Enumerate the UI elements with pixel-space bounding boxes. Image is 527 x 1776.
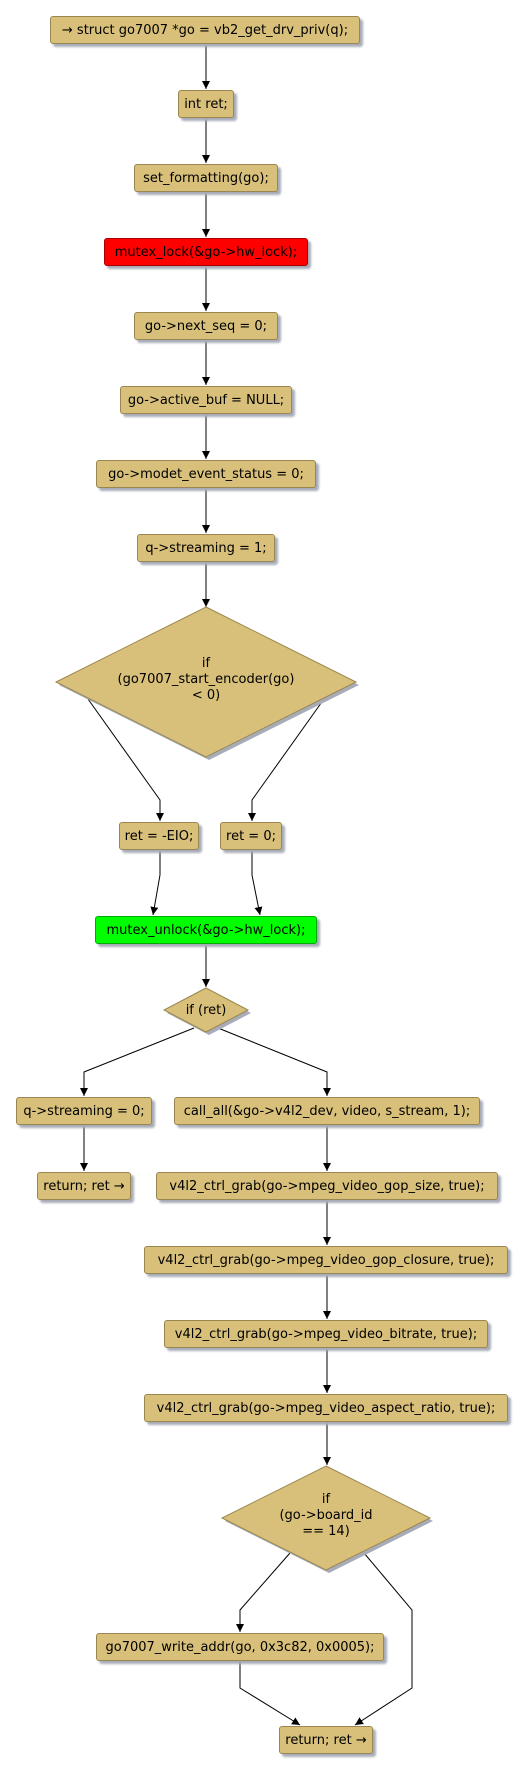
edge-zero-unlock [251,850,263,916]
decision-diamond-start-encoder [54,606,358,758]
node-streaming-1: q->streaming = 1; [137,534,275,562]
node-call-all: call_all(&go->v4l2_dev, video, s_stream,… [174,1097,480,1125]
node-return-left: return; ret → [37,1172,131,1200]
node-gop-size: v4l2_ctrl_grab(go->mpeg_video_gop_size, … [156,1172,498,1200]
edge-d3-true [236,1552,291,1632]
edge-d2-true [80,1027,195,1096]
edge-19-20 [239,1661,301,1726]
flow-edges [80,44,413,1726]
node-ret-eio: ret = -EIO; [119,822,199,850]
decision-ret: if (ret) [156,1003,256,1019]
node-modet-event-status: go->modet_event_status = 0; [96,460,316,488]
decision-board-id-line-1: if [321,1492,331,1507]
decision-start-encoder-line-3: < 0) [191,688,221,703]
node-set-formatting: set_formatting(go); [134,164,278,192]
decision-start-encoder-line-1: if [201,656,211,671]
node-aspect-ratio: v4l2_ctrl_grab(go->mpeg_video_aspect_rat… [144,1394,508,1422]
decision-ret-line-1: if (ret) [185,1003,227,1018]
node-mutex-unlock: mutex_unlock(&go->hw_lock); [95,916,317,944]
decision-diamond-board-id [220,1465,432,1571]
decision-board-id-line-3: == 14) [302,1524,350,1539]
decision-board-id: if (go->board_id == 14) [226,1492,426,1540]
edge-d2-false [217,1027,331,1096]
decision-diamond-ret [162,987,250,1033]
decision-start-encoder-line-2: (go7007_start_encoder(go) [117,672,295,687]
node-streaming-0: q->streaming = 0; [16,1097,152,1125]
node-gop-closure: v4l2_ctrl_grab(go->mpeg_video_gop_closur… [144,1246,508,1274]
node-next-seq: go->next_seq = 0; [134,312,278,340]
edge-eio-unlock [150,850,161,916]
edge-d3-false [354,1552,413,1726]
decision-shapes [54,606,433,1573]
node-int-ret: int ret; [178,90,234,118]
decision-start-encoder: if (go7007_start_encoder(go) < 0) [56,656,356,704]
node-active-buf: go->active_buf = NULL; [120,386,292,414]
node-get-drv-priv: → struct go7007 *go = vb2_get_drv_priv(q… [50,16,360,44]
edge-d1-false [248,698,325,821]
node-mutex-lock: mutex_lock(&go->hw_lock); [104,238,308,266]
edge-d1-true [87,698,164,821]
decision-board-id-line-2: (go->board_id [279,1508,373,1523]
node-return-final: return; ret → [279,1726,373,1754]
node-write-addr: go7007_write_addr(go, 0x3c82, 0x0005); [96,1633,384,1661]
node-bitrate: v4l2_ctrl_grab(go->mpeg_video_bitrate, t… [164,1320,488,1348]
node-ret-zero: ret = 0; [220,822,282,850]
